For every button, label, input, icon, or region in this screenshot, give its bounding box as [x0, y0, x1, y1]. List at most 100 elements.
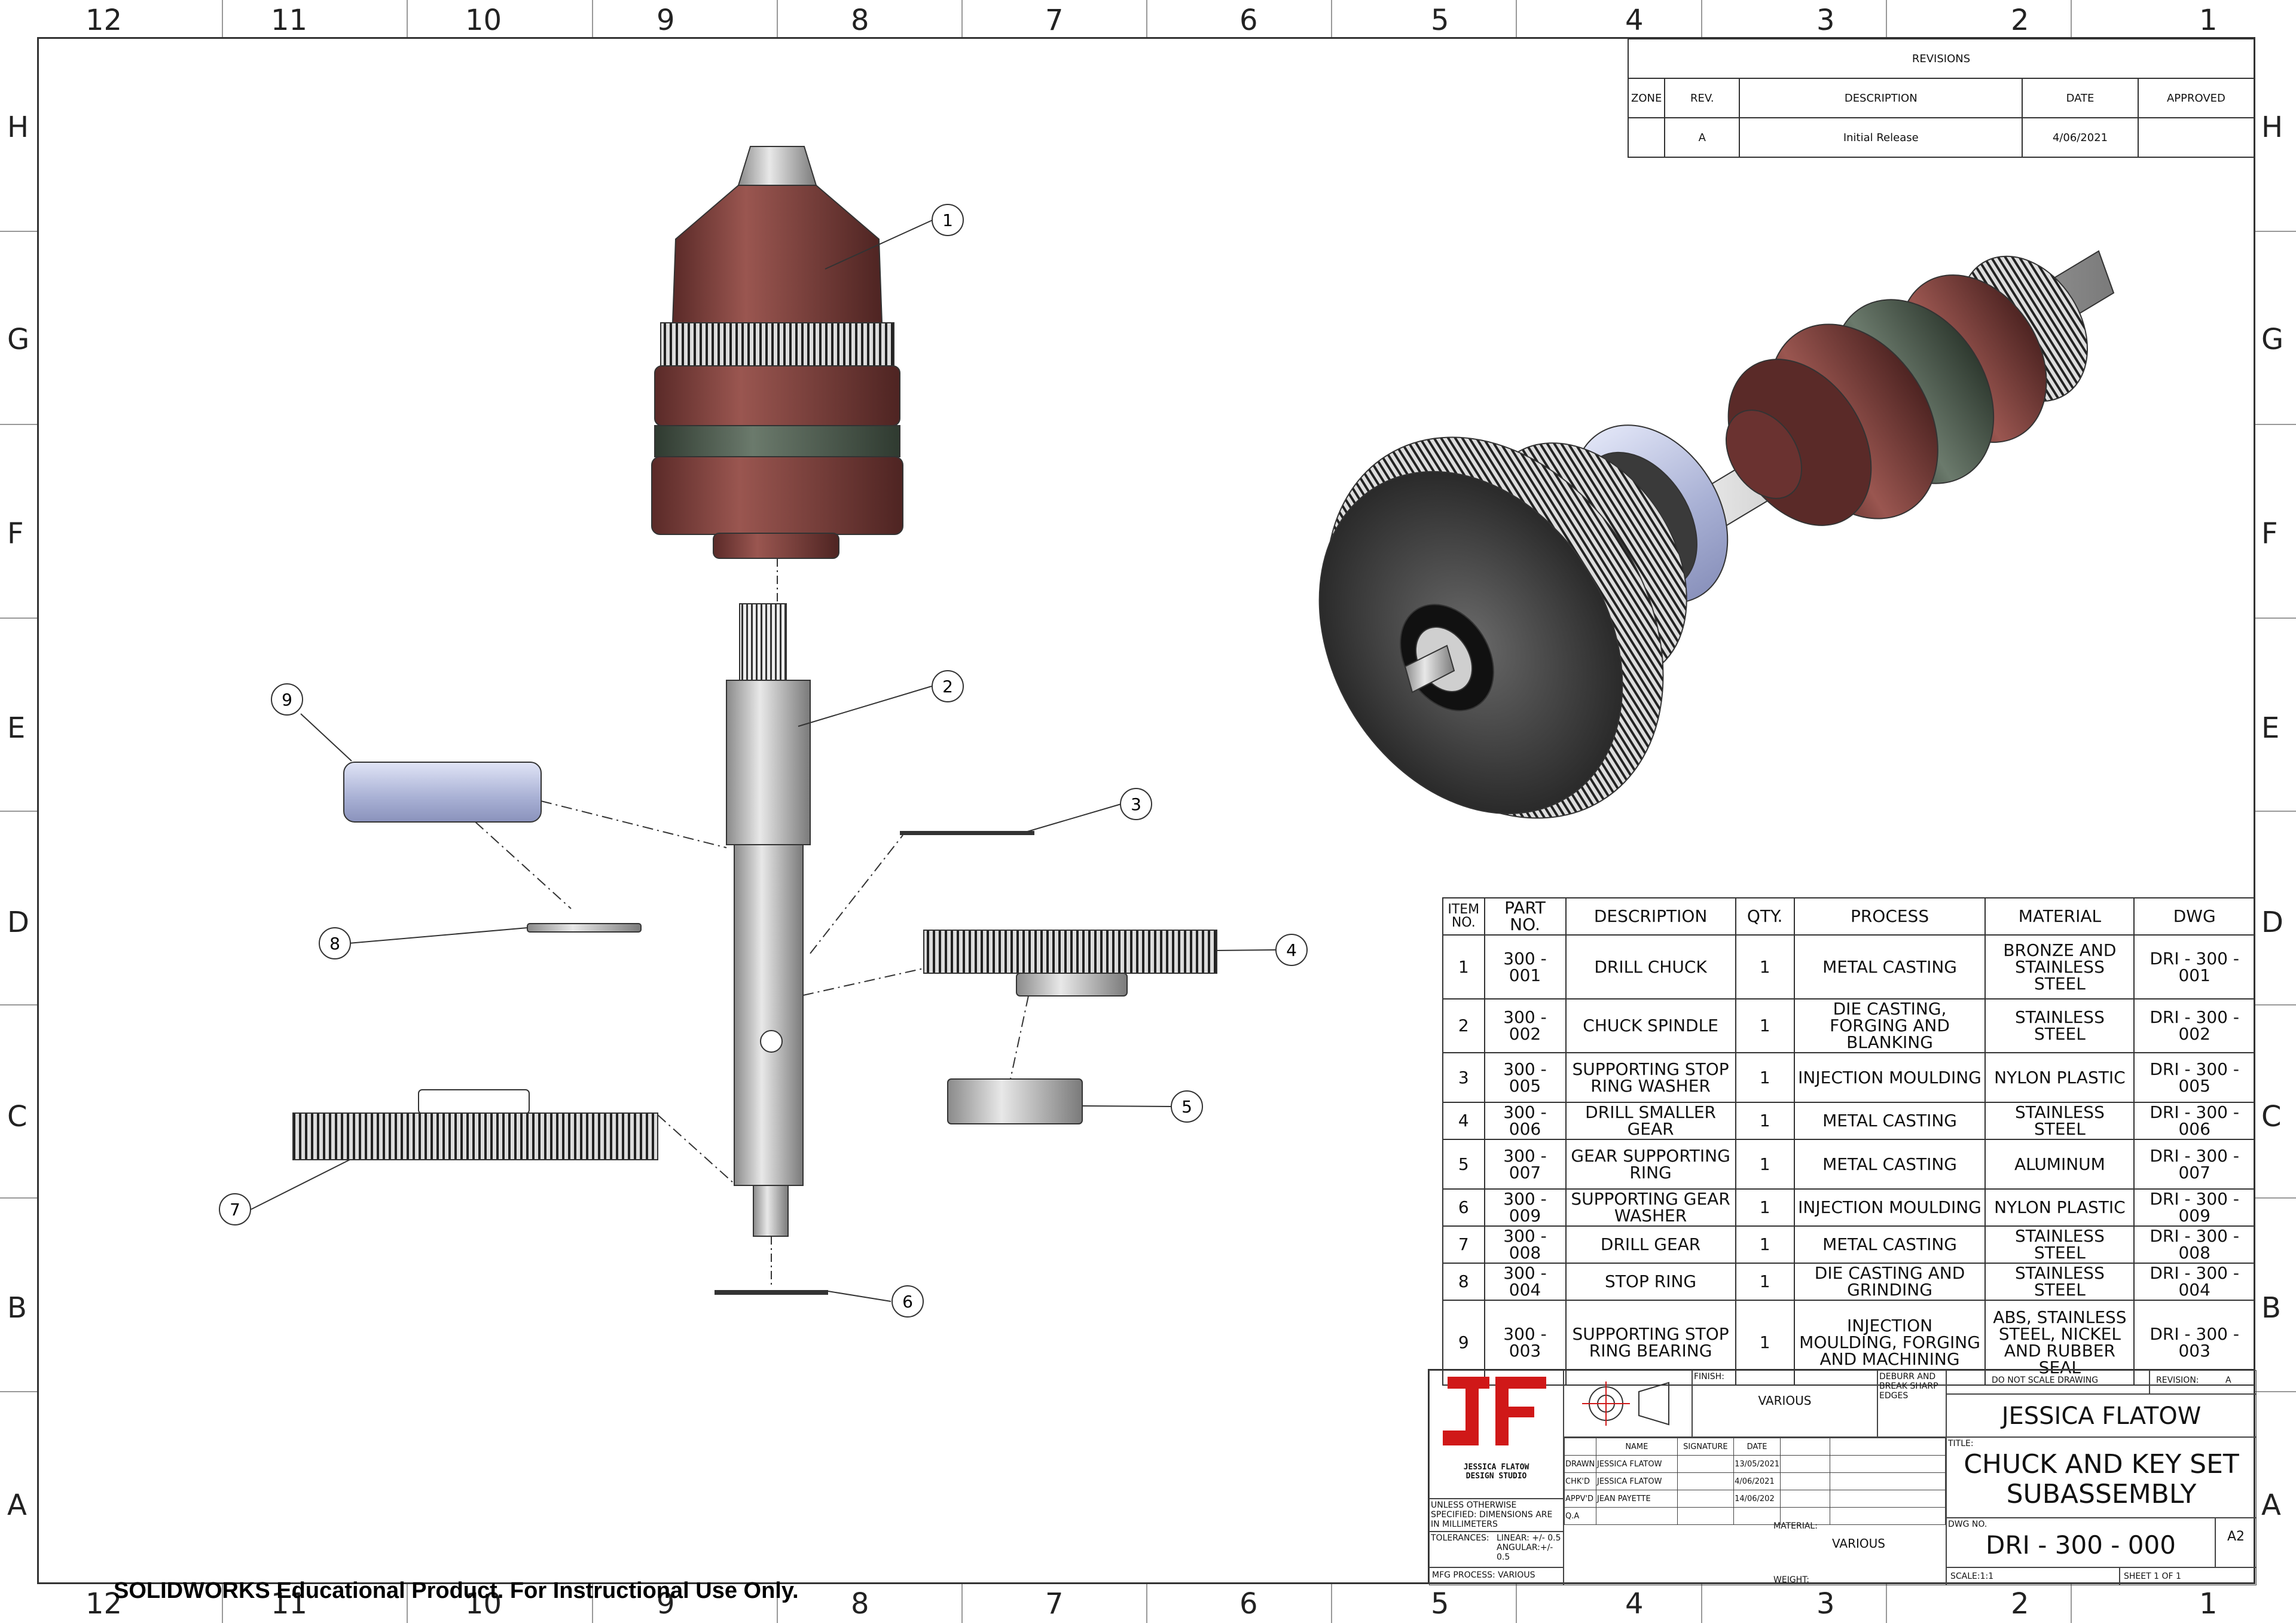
- top-zone-column-6: 6: [1239, 4, 1258, 37]
- bom-cell: 1: [1735, 934, 1795, 1000]
- bom-cell: SUPPORTING STOP RING WASHER: [1565, 1052, 1736, 1103]
- bom-cell: METAL CASTING: [1793, 1139, 1986, 1190]
- bom-cell: STAINLESS STEEL: [1984, 1225, 2135, 1264]
- top-zone-column-12: 12: [86, 4, 123, 37]
- zone-tick: [2255, 424, 2296, 425]
- title-line-2: SUBASSEMBLY: [2006, 1479, 2197, 1509]
- top-zone-column-5: 5: [1431, 4, 1449, 37]
- chuck-spindle-part: [726, 603, 811, 1237]
- balloon-5-circle: [1171, 1090, 1203, 1123]
- bom-cell: DRILL GEAR: [1565, 1225, 1736, 1264]
- revisions-cell: A: [1664, 117, 1741, 158]
- zone-tick: [1516, 1584, 1518, 1623]
- approval-cell: 13/05/2021: [1733, 1455, 1781, 1473]
- unless-specified: UNLESS OTHERWISE SPECIFIED: DIMENSIONS A…: [1429, 1499, 1564, 1532]
- approval-cell: JEAN PAYETTE: [1596, 1490, 1678, 1508]
- top-zone-column-4: 4: [1625, 4, 1644, 37]
- bom-cell: DRI - 300 - 001: [2133, 934, 2255, 1000]
- bom-cell: GEAR SUPPORTING RING: [1565, 1139, 1736, 1190]
- third-angle-projection-icon: [1582, 1381, 1669, 1426]
- drill-chuck-part: [651, 146, 903, 559]
- zone-tick: [2255, 811, 2296, 812]
- revisions-header-date: DATE: [2022, 78, 2139, 118]
- approval-cell: [1733, 1507, 1781, 1525]
- revision-value: A: [2225, 1376, 2231, 1385]
- material-label: MATERIAL:: [1773, 1521, 1818, 1531]
- left-zone-row-C: C: [7, 1100, 28, 1133]
- signature-header: SIGNATURE: [1677, 1438, 1735, 1456]
- balloon-6-label: 6: [902, 1292, 913, 1312]
- company-name: JESSICA FLATOW: [1946, 1394, 2257, 1437]
- bom-cell: 300 - 002: [1483, 998, 1567, 1053]
- top-zone-column-2: 2: [2011, 4, 2029, 37]
- left-zone-row-F: F: [7, 517, 24, 551]
- explode-lines: [475, 800, 1029, 1184]
- zone-tick: [0, 1390, 37, 1392]
- revisions-header-description: DESCRIPTION: [1739, 78, 2023, 118]
- supporting-stop-ring-washer-part: [900, 831, 1034, 835]
- approval-cell: [1677, 1507, 1735, 1525]
- bottom-zone-column-7: 7: [1045, 1587, 1064, 1621]
- bottom-zone-column-4: 4: [1625, 1587, 1644, 1621]
- balloon-6-circle: [891, 1285, 924, 1318]
- finish-label: FINISH:: [1694, 1372, 1724, 1381]
- bom-cell: DRI - 300 - 009: [2133, 1188, 2255, 1227]
- bom-cell: DRI - 300 - 003: [2133, 1300, 2255, 1386]
- drawing-frame: [37, 37, 2255, 1584]
- date-header: DATE: [1733, 1438, 1781, 1456]
- revisions-header-rev: REV.: [1664, 78, 1741, 118]
- zone-tick: [0, 1004, 37, 1005]
- stop-ring-part: [527, 923, 642, 933]
- bom-cell: 300 - 004: [1483, 1263, 1567, 1301]
- zone-tick: [2255, 230, 2296, 232]
- bom-cell: 3: [1442, 1052, 1485, 1103]
- bom-cell: DRI - 300 - 008: [2133, 1225, 2255, 1264]
- revisions-header-approved: APPROVED: [2137, 78, 2255, 118]
- bom-cell: NYLON PLASTIC: [1984, 1188, 2135, 1227]
- zone-tick: [591, 1584, 593, 1623]
- jf-logo-icon: [1443, 1377, 1546, 1445]
- bom-cell: BRONZE AND STAINLESS STEEL: [1984, 934, 2135, 1000]
- bom-cell: STAINLESS STEEL: [1984, 998, 2135, 1053]
- bom-cell: INJECTION MOULDING: [1793, 1188, 1986, 1227]
- balloon-1-label: 1: [942, 210, 953, 230]
- zone-tick: [1885, 1584, 1887, 1623]
- finish-value: VARIOUS: [1758, 1393, 1812, 1408]
- zone-tick: [1331, 0, 1333, 37]
- balloon-7-circle: [219, 1193, 251, 1225]
- supporting-gear-washer-part: [715, 1290, 828, 1295]
- approval-cell: [1780, 1490, 1830, 1508]
- left-zone-row-E: E: [7, 711, 26, 745]
- zone-tick: [222, 1584, 224, 1623]
- revisions-cell: Initial Release: [1739, 117, 2023, 158]
- drill-gear-part: [292, 1089, 658, 1160]
- revisions-title: REVISIONS: [1628, 38, 2255, 79]
- solidworks-watermark: SOLIDWORKS Educational Product. For Inst…: [114, 1578, 799, 1603]
- supporting-stop-ring-bearing-part: [343, 762, 542, 823]
- bom-cell: 300 - 005: [1483, 1052, 1567, 1103]
- bottom-zone-column-5: 5: [1431, 1587, 1449, 1621]
- approval-cell: [1780, 1507, 1830, 1525]
- approval-cell: [1677, 1455, 1735, 1473]
- revisions-cell: [1627, 117, 1666, 158]
- tolerance-angular: ANGULAR:+/- 0.5: [1497, 1543, 1553, 1562]
- bom-header-material: MATERIAL: [1984, 897, 2135, 936]
- bom-cell: ABS, STAINLESS STEEL, NICKEL AND RUBBER …: [1984, 1300, 2135, 1386]
- title-label: TITLE:: [1948, 1439, 1974, 1448]
- bom-cell: METAL CASTING: [1793, 1102, 1986, 1140]
- dwg-no-label: DWG NO.: [1948, 1520, 1987, 1529]
- deburr-note: DEBURR AND BREAK SHARP EDGES: [1877, 1370, 1946, 1437]
- bom-cell: 300 - 008: [1483, 1225, 1567, 1264]
- zone-tick: [2070, 1584, 2072, 1623]
- bottom-zone-column-3: 3: [1816, 1587, 1835, 1621]
- approval-cell: [1830, 1472, 1946, 1490]
- bom-header-qty: QTY.: [1735, 897, 1795, 936]
